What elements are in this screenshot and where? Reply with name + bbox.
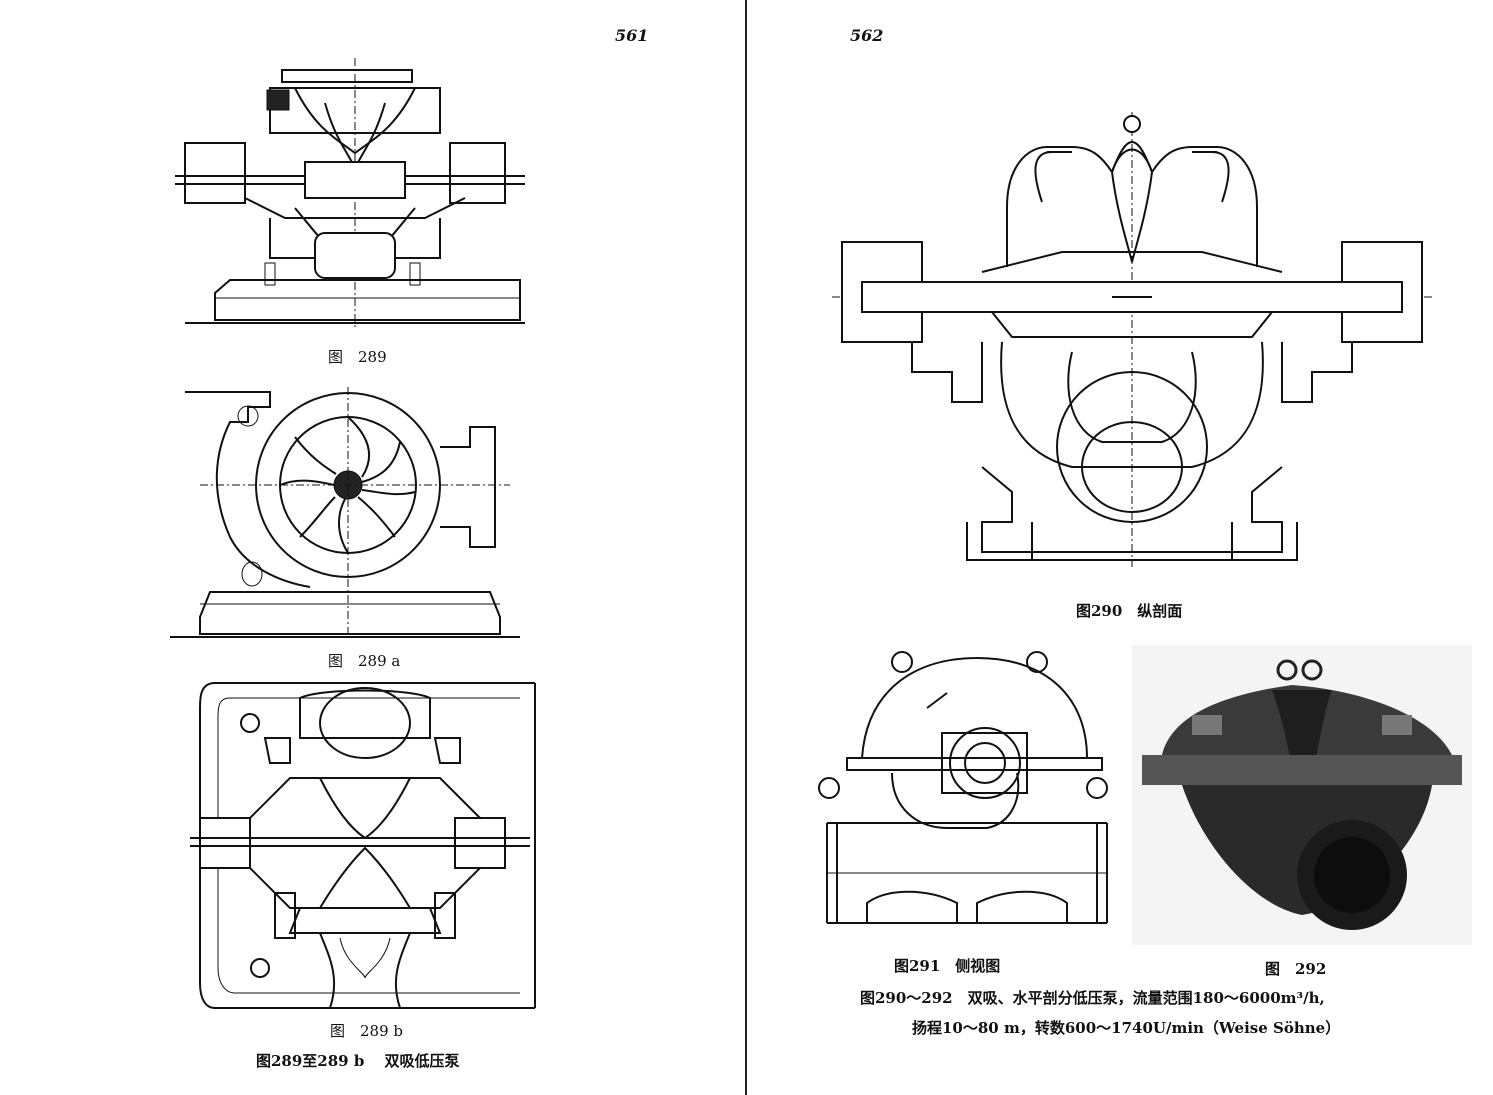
- figure-289b-drawing: [190, 678, 540, 1013]
- figure-289a-drawing: [170, 382, 530, 642]
- caption-fig-292: 图 292: [1265, 960, 1327, 978]
- figure-290-drawing: [832, 112, 1432, 572]
- figure-291-drawing: [807, 648, 1127, 938]
- caption-fig-289b: 图 289 b: [330, 1022, 404, 1040]
- page-number: 562: [850, 26, 884, 45]
- book-spine: [745, 0, 747, 1095]
- caption-group-290-292-line2: 扬程10～80 m，转数600～1740U/min（Weise Söhne）: [912, 1019, 1341, 1037]
- caption-group-290-292-line1: 图290～292 双吸、水平剖分低压泵，流量范围180～6000m³/h,: [860, 989, 1325, 1007]
- left-page: 561 图 289: [0, 0, 745, 1095]
- page-number: 561: [615, 26, 649, 45]
- caption-fig-291: 图291 侧视图: [894, 957, 1001, 975]
- right-page: 562 图290 纵剖面: [747, 0, 1493, 1095]
- caption-fig-289a: 图 289 a: [328, 652, 401, 670]
- caption-fig-290: 图290 纵剖面: [1076, 602, 1183, 620]
- figure-292-photo: [1132, 645, 1472, 945]
- figure-289-drawing: [175, 58, 535, 328]
- caption-group-289: 图289至289 b 双吸低压泵: [256, 1052, 460, 1070]
- caption-fig-289: 图 289: [328, 348, 387, 366]
